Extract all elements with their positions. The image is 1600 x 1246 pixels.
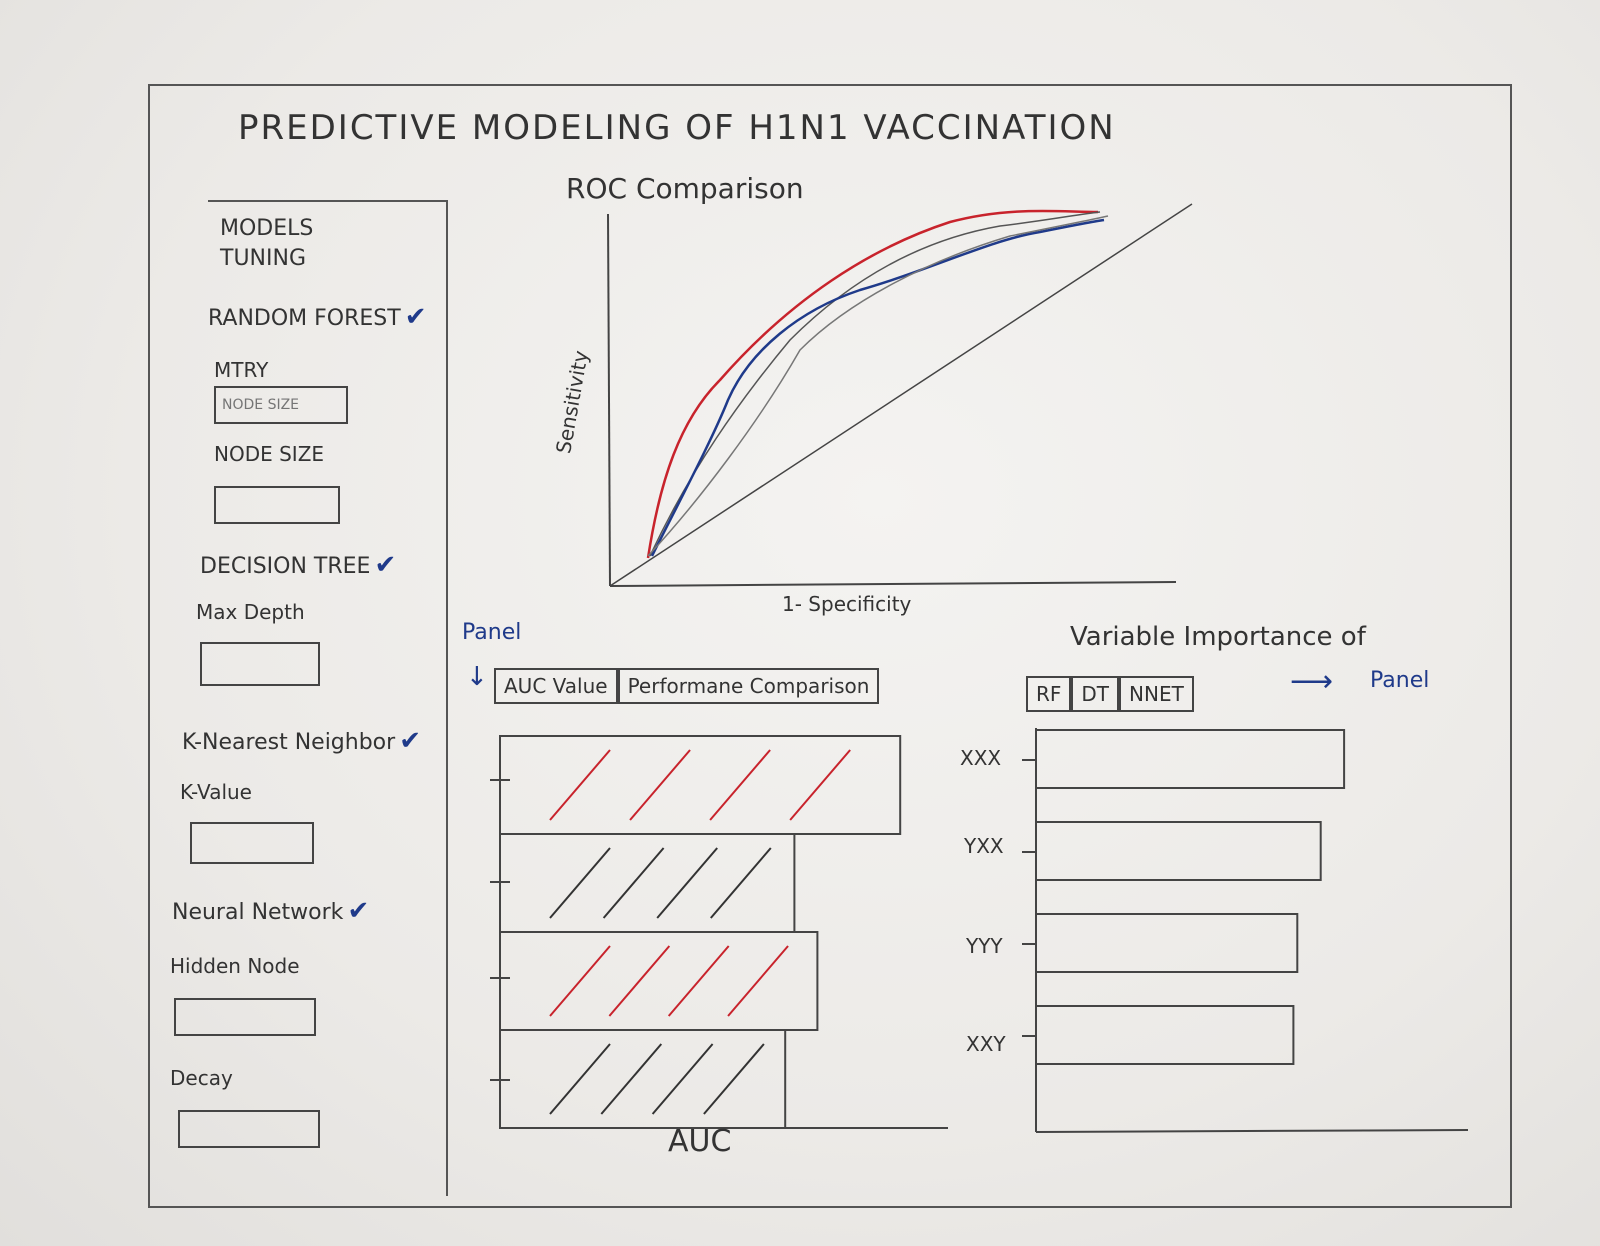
max-depth-input[interactable] — [200, 642, 320, 686]
auc-bar-hatch — [629, 749, 691, 821]
auc-bar-hatch — [727, 945, 789, 1017]
importance-tabs: RF DT NNET — [1026, 676, 1194, 712]
hidden-node-input[interactable] — [174, 998, 316, 1036]
arrow-down-icon: ↓ — [466, 662, 488, 692]
check-icon[interactable]: ✔ — [399, 726, 421, 756]
auc-bar — [499, 833, 796, 933]
importance-bar — [1035, 821, 1322, 881]
wireframe-frame — [148, 84, 1512, 1208]
auc-bar — [499, 1029, 787, 1129]
sidebar-heading: MODELS TUNING — [220, 214, 313, 274]
check-icon[interactable]: ✔ — [347, 896, 370, 926]
auc-bar — [499, 931, 819, 1031]
models-tuning-sidebar: MODELS TUNING RANDOM FOREST✔ MTRY NODE S… — [170, 200, 448, 1196]
model-label: DECISION TREE — [200, 554, 371, 579]
auc-axis-label: AUC — [668, 1124, 732, 1159]
auc-bar-hatch — [667, 945, 730, 1017]
auc-bar-hatch — [651, 1043, 714, 1115]
auc-bar-hatch — [549, 749, 611, 821]
param-label-decay: Decay — [170, 1066, 233, 1090]
importance-x-axis — [1035, 1129, 1469, 1133]
check-icon[interactable]: ✔ — [404, 302, 427, 332]
roc-y-axis — [607, 213, 611, 587]
model-k-nearest-neighbor[interactable]: K-Nearest Neighbor✔ — [182, 726, 421, 756]
importance-bar — [1035, 729, 1346, 789]
sidebar-heading-line-1: MODELS — [220, 216, 314, 241]
node-size-input[interactable] — [214, 486, 340, 524]
importance-category: YXX — [964, 834, 1004, 858]
auc-bar-hatch — [789, 749, 851, 821]
roc-curve-gray-2 — [647, 215, 1109, 557]
tab-dt[interactable]: DT — [1071, 676, 1120, 710]
importance-bar — [1035, 913, 1299, 973]
panel-annotation: Panel — [462, 620, 522, 645]
auc-bar-hatch — [709, 749, 771, 821]
model-label: RANDOM FOREST — [208, 306, 401, 331]
importance-category: YYY — [966, 934, 1003, 958]
model-label: Neural Network — [172, 900, 344, 925]
auc-bar-hatch — [656, 847, 718, 919]
decay-input[interactable] — [178, 1110, 320, 1148]
arrow-right-icon: ⟶ — [1290, 664, 1334, 699]
page-title: PREDICTIVE MODELING OF H1N1 VACCINATION — [238, 108, 1116, 148]
importance-bars — [1022, 729, 1346, 1065]
auc-bar — [499, 735, 902, 835]
roc-x-axis-label: 1- Specificity — [782, 592, 912, 616]
tab-performance-comparison[interactable]: Performane Comparison — [617, 668, 880, 702]
tab-nnet[interactable]: NNET — [1119, 676, 1194, 710]
roc-title: ROC Comparison — [566, 172, 804, 205]
param-label-mtry: MTRY — [214, 358, 269, 382]
param-label-k-value: K-Value — [180, 780, 252, 804]
mtry-input[interactable] — [214, 386, 348, 424]
auc-bar-hatch — [549, 1043, 611, 1115]
roc-curve-blue — [650, 218, 1105, 557]
param-label-hidden-node: Hidden Node — [170, 954, 300, 978]
model-label: K-Nearest Neighbor — [182, 730, 396, 755]
k-value-input[interactable] — [190, 822, 314, 864]
check-icon[interactable]: ✔ — [374, 550, 397, 580]
importance-title: Variable Importance of — [1070, 622, 1366, 652]
model-random-forest[interactable]: RANDOM FOREST✔ — [208, 302, 427, 332]
roc-x-axis — [609, 581, 1177, 587]
sidebar-heading-line-2: TUNING — [220, 246, 306, 271]
performance-tabs: AUC Value Performane Comparison — [494, 668, 880, 704]
roc-curve-gray-1 — [649, 211, 1101, 557]
importance-bar — [1035, 1005, 1295, 1065]
roc-curve-red — [646, 209, 1099, 559]
model-neural-network[interactable]: Neural Network✔ — [172, 896, 369, 926]
model-decision-tree[interactable]: DECISION TREE✔ — [200, 550, 396, 580]
auc-bar-hatch — [710, 847, 772, 919]
tab-rf[interactable]: RF — [1026, 676, 1072, 710]
auc-bar-hatch — [703, 1043, 765, 1115]
importance-category: XXX — [960, 746, 1002, 770]
param-label-node-size: NODE SIZE — [214, 442, 325, 466]
auc-bar-hatch — [549, 945, 611, 1017]
auc-bar-hatch — [608, 945, 671, 1017]
importance-panel-annotation: Panel — [1370, 668, 1430, 693]
tab-auc-value[interactable]: AUC Value — [494, 668, 618, 702]
importance-category: XXY — [966, 1032, 1006, 1056]
roc-diagonal — [609, 203, 1193, 587]
auc-bars — [499, 735, 902, 1129]
auc-bar-hatch — [600, 1043, 663, 1115]
param-label-max-depth: Max Depth — [196, 600, 305, 624]
auc-bar-hatch — [602, 847, 665, 919]
auc-bar-hatch — [549, 847, 611, 919]
